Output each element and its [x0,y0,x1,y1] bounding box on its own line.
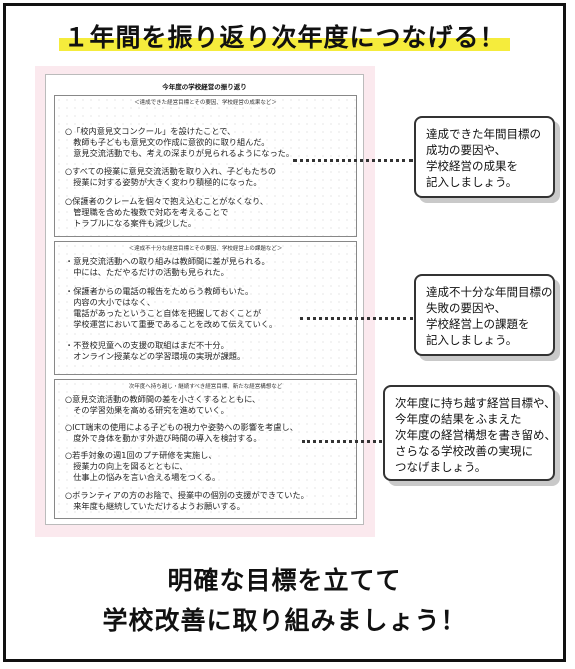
list-item: ○若手対象の週1回のプチ研修を実施し、 授業力の向上を図るとともに、 仕事上の悩… [65,450,221,482]
section-heading: ＜達成不十分な経営目標とその要因、学校経営上の課題など＞ [128,246,283,252]
list-item: ・保護者からの電話の報告をためらう教師もいた。 内容の大小ではなく、 電話があっ… [65,286,278,329]
page-frame: １年間を振り返り次年度につなげる！ 今年度の学校経営の振り返り ＜達成できた経営… [3,3,566,662]
list-item: ○すべての授業に意見交流活動を取り入れ、子どもたちの 授業に対する姿勢が大きく変… [65,166,277,187]
section-insufficient: ＜達成不十分な経営目標とその要因、学校経営上の課題など＞ ・意見交流活動への取り… [54,241,357,375]
leader-line-2 [300,317,413,320]
headline: １年間を振り返り次年度につなげる！ [6,18,563,54]
list-item: ○ICT端末の使用による子どもの視力や姿勢への影響を考慮し、 度外で身体を動かす… [65,422,298,443]
list-item: ・不登校児童への支援の取組はまだ不十分。 オンライン授業などの学習環境の実現が課… [65,340,246,361]
callout-insufficient: 達成不十分な年間目標の 失敗の要因や、 学校経営上の課題を 記入しましょう。 [414,274,555,356]
bottom-message-line1: 明確な目標を立てて [167,566,402,595]
form-title: 今年度の学校経営の振り返り [162,83,247,91]
section-heading: 次年度へ持ち越し・継続すべき経営目標、新たな経営構想など [128,384,283,390]
list-item: ○保護者のクレームを個々で抱え込むことがなくなり、 管理職を含めた複数で対応を考… [65,196,269,228]
list-item: ○「校内意見文コンクール」を設けたことで、 教師も子どもも意見文の作成に意欲的に… [65,126,295,158]
leader-line-3 [302,440,382,443]
section-achieved: ＜達成できた経営目標とその要因、学校経営の成果など＞ ○「校内意見文コンクール」… [54,95,357,237]
bottom-message-line2: 学校改善に取り組みましょう！ [102,606,467,635]
list-item: ○意見交流活動の教師間の差を小さくするとともに、 その学習効果を高める研究を進め… [65,394,261,415]
list-item: ○ボランティアの方のお陰で、授業中の個別の支援ができていた。 来年度も継続してい… [65,490,309,511]
section-next-year: 次年度へ持ち越し・継続すべき経営目標、新たな経営構想など ○意見交流活動の教師間… [54,379,357,519]
headline-text: １年間を振り返り次年度につなげる！ [59,18,510,54]
worksheet-preview: 今年度の学校経営の振り返り ＜達成できた経営目標とその要因、学校経営の成果など＞… [35,66,375,537]
section-heading: ＜達成できた経営目標とその要因、学校経営の成果など＞ [134,100,277,106]
review-form: 今年度の学校経営の振り返り ＜達成できた経営目標とその要因、学校経営の成果など＞… [45,74,364,525]
callout-next-year: 次年度に持ち越す経営目標や、 今年度の結果をふまえた 次年度の経営構想を書き留め… [383,385,556,481]
leader-line-1 [293,159,413,162]
callout-achieved: 達成できた年間目標の 成功の要因や、 学校経営の成果を 記入しましょう。 [414,116,555,198]
list-item: ・意見交流活動への取り組みは教師間に差が見られる。 中には、ただやるだけの活動も… [65,256,270,277]
